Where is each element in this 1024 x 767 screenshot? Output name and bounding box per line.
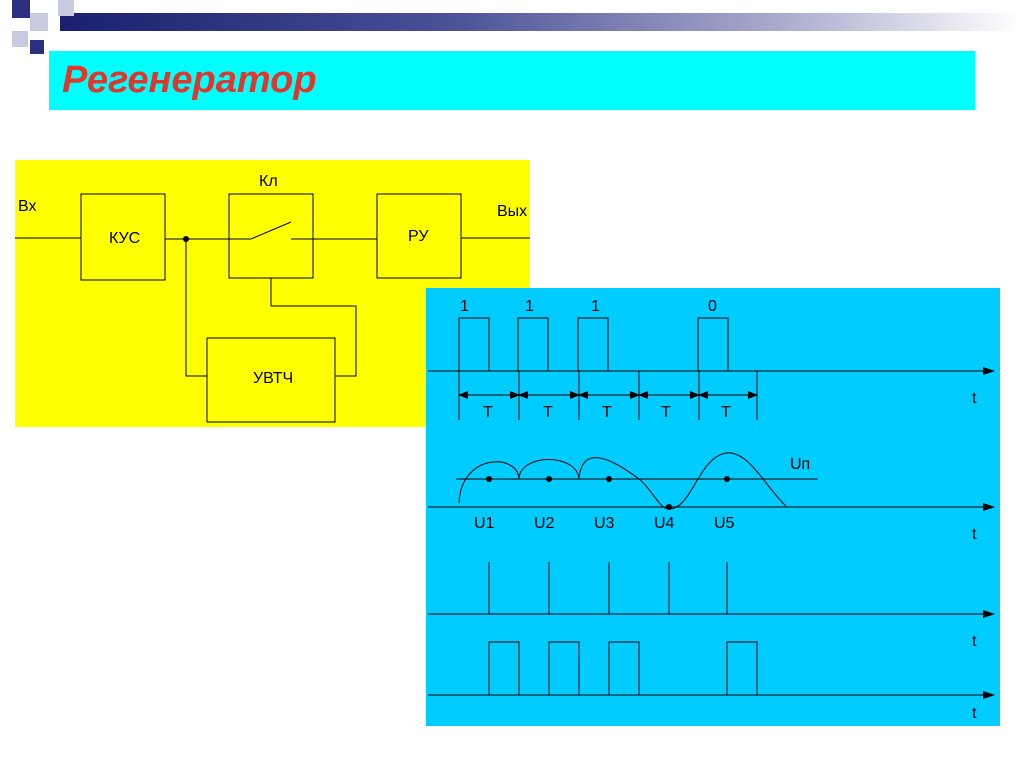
sample-label: U1 xyxy=(474,515,495,532)
sample-point xyxy=(486,476,492,482)
sample-label: U3 xyxy=(594,515,615,532)
sample-label: U2 xyxy=(534,515,555,532)
period-label: T xyxy=(721,404,731,421)
threshold-label: Uп xyxy=(790,456,810,473)
block-diagram: Вх Вых Кл КУС РУ УВТЧ xyxy=(15,173,530,423)
input-pulse xyxy=(458,317,490,372)
junction-dot xyxy=(183,236,189,242)
slide-title: Регенератор xyxy=(62,59,317,101)
timing-diagram-panel: 1 1 1 0 T T T T T Uп U1 U2 U3 U4 U5 t t … xyxy=(426,288,1000,726)
timing-diagram: 1 1 1 0 T T T T T Uп U1 U2 U3 U4 U5 t t … xyxy=(428,298,995,722)
sample-point xyxy=(606,476,612,482)
output-pulse xyxy=(548,641,580,696)
sample-point xyxy=(666,504,672,510)
bit-label: 1 xyxy=(460,298,469,315)
input-pulse xyxy=(577,317,609,372)
time-axis-label: t xyxy=(972,633,977,650)
output-pulse xyxy=(726,641,758,696)
decor-square xyxy=(30,40,44,54)
period-label: T xyxy=(483,404,493,421)
decor-square xyxy=(12,0,30,18)
bit-label: 1 xyxy=(591,298,600,315)
switch-label: Кл xyxy=(259,173,278,190)
title-banner: Регенератор xyxy=(49,51,975,110)
signal-curve xyxy=(458,452,787,510)
header-gradient-bar xyxy=(60,13,1020,31)
sample-point xyxy=(724,476,730,482)
wire-node-uvtch xyxy=(185,239,207,377)
output-pulse xyxy=(488,641,520,696)
ru-block xyxy=(376,193,462,279)
bit-label: 0 xyxy=(708,298,717,315)
bit-label: 1 xyxy=(525,298,534,315)
uvtch-block xyxy=(206,337,336,423)
switch-block xyxy=(228,193,314,279)
sample-point xyxy=(546,476,552,482)
time-axis-label: t xyxy=(972,526,977,543)
input-pulse xyxy=(517,317,549,372)
output-label: Вых xyxy=(497,203,527,220)
decor-square xyxy=(58,0,74,16)
period-label: T xyxy=(602,404,612,421)
sample-label: U5 xyxy=(714,515,735,532)
switch-contact xyxy=(250,221,292,240)
period-label: T xyxy=(543,404,553,421)
period-label: T xyxy=(661,404,671,421)
decor-square xyxy=(12,31,28,47)
ru-label: РУ xyxy=(408,228,429,245)
input-label: Вх xyxy=(18,198,37,215)
input-pulse xyxy=(697,317,729,372)
time-axis-label: t xyxy=(972,390,977,407)
kus-block xyxy=(80,193,166,281)
output-pulse xyxy=(608,641,640,696)
time-axis-label: t xyxy=(972,705,977,722)
kus-label: КУС xyxy=(109,230,140,247)
uvtch-label: УВТЧ xyxy=(253,370,293,387)
decor-square xyxy=(30,13,48,31)
wire-uvtch-switch xyxy=(270,278,357,377)
sample-label: U4 xyxy=(654,515,675,532)
